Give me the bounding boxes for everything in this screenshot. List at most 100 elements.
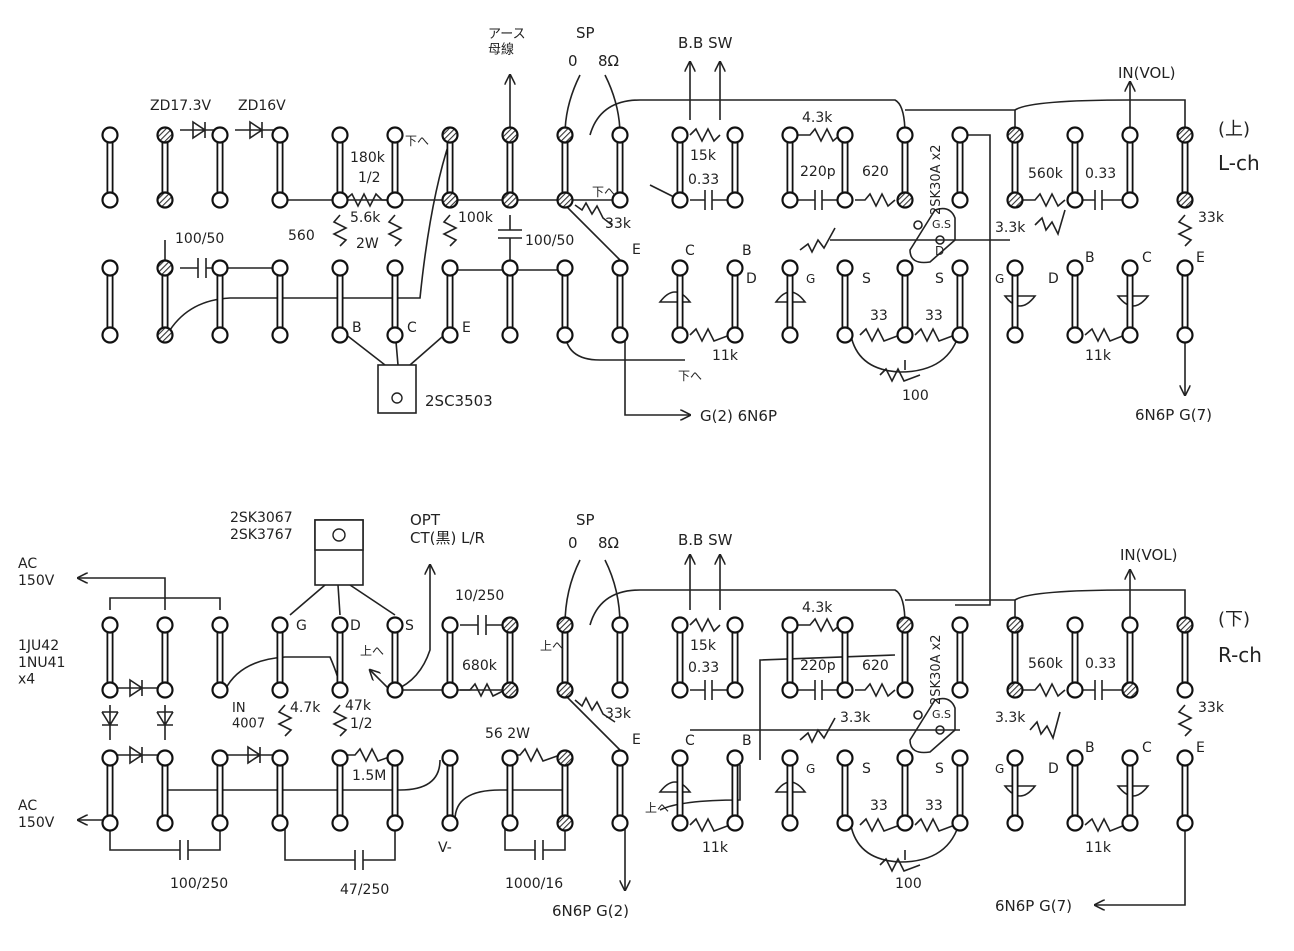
- top-terminal-post: [441, 259, 459, 277]
- bot-sp0: 0: [568, 534, 578, 552]
- top-c100-50b: 100/50: [525, 233, 574, 249]
- bottom-terminal-post: [726, 814, 744, 832]
- top-terminal-post: [1006, 326, 1024, 344]
- bot-fet: 2SK30A x2: [929, 634, 944, 705]
- top-terminal-pair: [156, 126, 174, 209]
- bot-r11k-b: 11k: [1085, 840, 1112, 856]
- top-terminal-post: [101, 326, 119, 344]
- bottom-terminal-post: [611, 681, 629, 699]
- top-terminal-post: [1006, 259, 1024, 277]
- bottom-terminal-pair: [501, 616, 519, 699]
- bottom-terminal-post: [441, 814, 459, 832]
- top-res-33k-b: [1034, 209, 1066, 237]
- bottom-terminal-pair: [211, 749, 229, 832]
- top-res-33-b: [914, 327, 956, 343]
- top-terminal-post: [1006, 191, 1024, 209]
- top-terminal-pair: [1066, 126, 1084, 209]
- bottom-terminal-post: [1006, 681, 1024, 699]
- bottom-terminal-post: [1121, 616, 1139, 634]
- terminal-posts: [101, 126, 1194, 832]
- top-terminal-pair: [951, 259, 969, 344]
- bottom-terminal-pair: [726, 616, 744, 699]
- bottom-terminal-post: [331, 749, 349, 767]
- bottom-terminal-post: [1176, 749, 1194, 767]
- bottom-terminal-pair: [556, 616, 574, 699]
- bottom-terminal-pair: [331, 749, 349, 832]
- top-fet-dot1: [913, 220, 923, 230]
- top-terminal-pair: [156, 259, 174, 344]
- bottom-terminal-post: [556, 814, 574, 832]
- top-terminal-post: [441, 326, 459, 344]
- top-fet: 2SK30A x2: [929, 144, 944, 215]
- bottom-terminal-pair: [441, 749, 459, 832]
- top-terminal-post: [726, 259, 744, 277]
- bottom-terminal-pair: [671, 616, 689, 699]
- top-pin-b2: B: [742, 243, 752, 259]
- top-r56k-w: 2W: [356, 236, 379, 252]
- bottom-terminal-post: [726, 681, 744, 699]
- top-zener-2: [235, 120, 275, 140]
- top-pin-g3: G: [995, 272, 1004, 286]
- top-terminal-post: [896, 126, 914, 144]
- top-res-560: [332, 214, 348, 247]
- top-c033b: 0.33: [1085, 166, 1116, 182]
- top-g7: 6N6P G(7): [1135, 406, 1212, 424]
- bottom-terminal-pair: [951, 749, 969, 832]
- bot-r15k: 15k: [690, 638, 717, 654]
- bottom-terminal-post: [671, 749, 689, 767]
- bottom-terminal-pair: [1066, 616, 1084, 699]
- top-c220p: 220p: [800, 164, 836, 180]
- top-terminal-post: [836, 126, 854, 144]
- bot-cap-1000-16: [504, 820, 566, 860]
- bot-pin-g: G: [296, 618, 307, 634]
- bottom-terminal-pair: [726, 749, 744, 832]
- top-terminal-post: [1176, 191, 1194, 209]
- bottom-terminal-pair: [1176, 749, 1194, 832]
- top-res-11k-b: [1084, 327, 1126, 343]
- top-terminal-post: [331, 126, 349, 144]
- top-terminal-pair: [271, 126, 289, 209]
- bot-fet-dot1: [913, 710, 923, 720]
- bot-sink-4: [1116, 785, 1150, 797]
- bottom-terminal-pair: [836, 749, 854, 832]
- bot-r56-2w: 56 2W: [485, 726, 530, 742]
- top-terminal-post: [1176, 259, 1194, 277]
- top-terminal-pair: [726, 259, 744, 344]
- bot-fet-bubble: [909, 697, 956, 754]
- bottom-terminal-pair: [1176, 616, 1194, 699]
- bot-wire-diode-c: [101, 705, 119, 740]
- bot-in-vol: IN(VOL): [1120, 546, 1178, 564]
- bot-wire-vminus: [454, 789, 565, 821]
- top-fet-dot2: [935, 235, 945, 245]
- top-terminal-post: [781, 126, 799, 144]
- top-terminal-post: [951, 126, 969, 144]
- top-pin-e1: E: [462, 320, 471, 336]
- top-pin-b3: B: [1085, 250, 1095, 266]
- bot-r33k-e: 3.3k: [995, 710, 1026, 726]
- bot-wire-fet-long: [759, 654, 896, 760]
- top-pin-s2: S: [935, 271, 944, 287]
- top-terminal-pair: [331, 259, 349, 344]
- bottom-terminal-pair: [386, 616, 404, 699]
- bottom-terminal-post: [271, 616, 289, 634]
- top-res-56k: [387, 214, 403, 247]
- bottom-terminal-post: [1121, 681, 1139, 699]
- top-r180k: 180k: [350, 150, 386, 166]
- bottom-terminal-post: [271, 814, 289, 832]
- top-fet-bubble: [909, 207, 956, 264]
- bot-wire-diode-b: [110, 745, 165, 765]
- top-r620: 620: [862, 164, 889, 180]
- bot-r47k-a: 4.7k: [290, 700, 321, 716]
- bottom-terminal-post: [101, 814, 119, 832]
- top-terminal-pair: [611, 126, 629, 209]
- bottom-terminal-pair: [781, 616, 799, 699]
- bot-res-620: [855, 682, 896, 698]
- bottom-terminal-post: [441, 681, 459, 699]
- bot-wire-up: [370, 670, 391, 691]
- bottom-terminal-post: [781, 814, 799, 832]
- bottom-terminal-post: [1006, 814, 1024, 832]
- top-terminal-post: [1066, 126, 1084, 144]
- top-sink-1: [658, 291, 692, 303]
- bot-wire-in4007: [220, 745, 280, 765]
